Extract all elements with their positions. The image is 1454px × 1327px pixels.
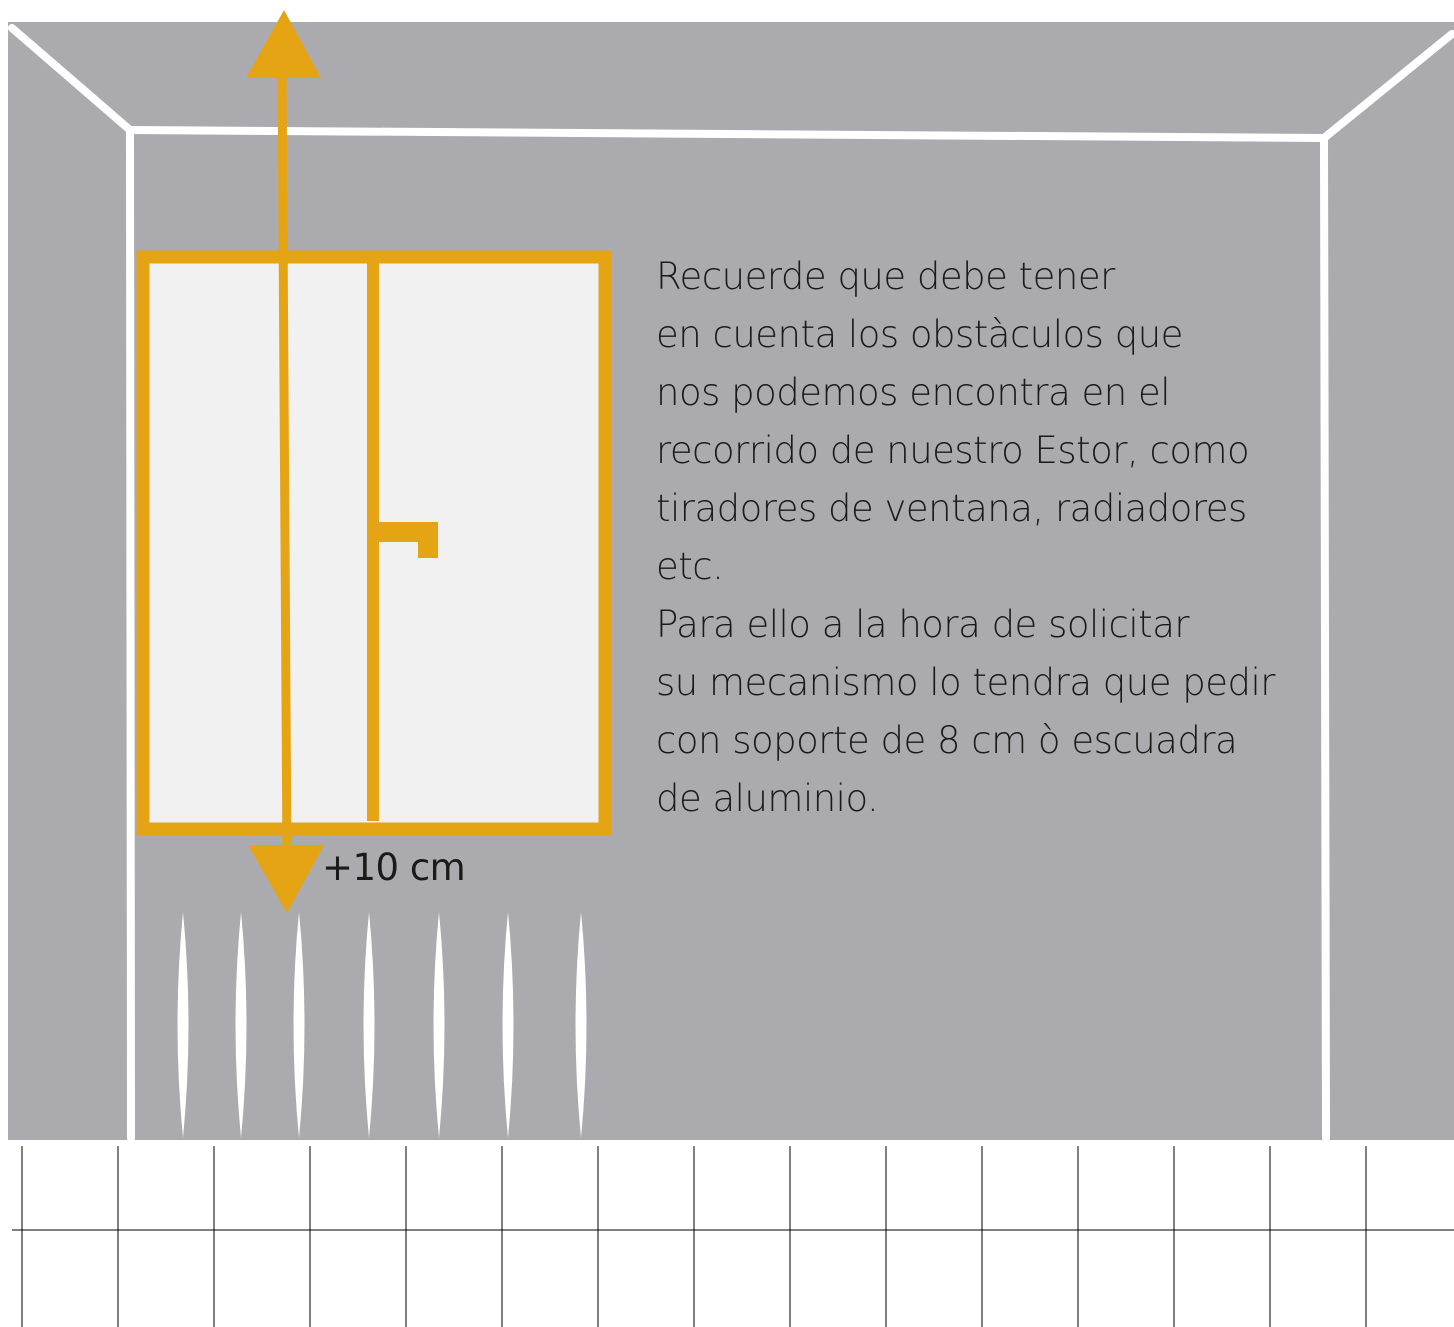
ceiling-back-edge: [126, 126, 1328, 142]
note-line: con soporte de 8 cm ò escuadra: [656, 719, 1238, 762]
window-mullion: [367, 263, 379, 821]
measurement-arrow-shaft: [277, 69, 292, 861]
floor-grid: [12, 1146, 1454, 1327]
radiator-fin: [177, 912, 189, 1138]
obstacle-note: Recuerde que debe tener en cuenta los ob…: [656, 248, 1296, 828]
radiator-fin: [433, 912, 445, 1138]
radiator-fin: [363, 912, 375, 1138]
note-line: etc.: [656, 545, 724, 588]
left-wall-corner: [126, 126, 135, 1142]
note-line: en cuenta los obstàculos que: [656, 313, 1183, 356]
radiator-fin: [235, 912, 247, 1138]
window-handle: [379, 522, 438, 558]
note-line: su mecanismo lo tendra que pedir: [656, 661, 1275, 704]
note-line: Recuerde que debe tener: [656, 255, 1115, 298]
radiator-fin: [502, 912, 514, 1138]
radiator: [177, 912, 587, 1138]
ceiling-right-edge: [1320, 30, 1454, 142]
note-line: nos podemos encontra en el: [656, 371, 1171, 414]
note-line: tiradores de ventana, radiadores: [656, 487, 1247, 530]
arrow-down-icon: [248, 845, 324, 913]
note-line: de aluminio.: [656, 777, 879, 820]
measurement-label: +10 cm: [322, 846, 466, 889]
arrow-up-icon: [246, 10, 321, 78]
note-line: Para ello a la hora de solicitar: [656, 603, 1190, 646]
radiator-fin: [293, 912, 305, 1138]
right-wall-corner: [1320, 134, 1330, 1142]
ceiling-left-edge: [8, 24, 134, 134]
radiator-fin: [575, 912, 587, 1138]
room-perspective-lines: [8, 24, 1454, 1142]
note-line: recorrido de nuestro Estor, como: [656, 429, 1250, 472]
